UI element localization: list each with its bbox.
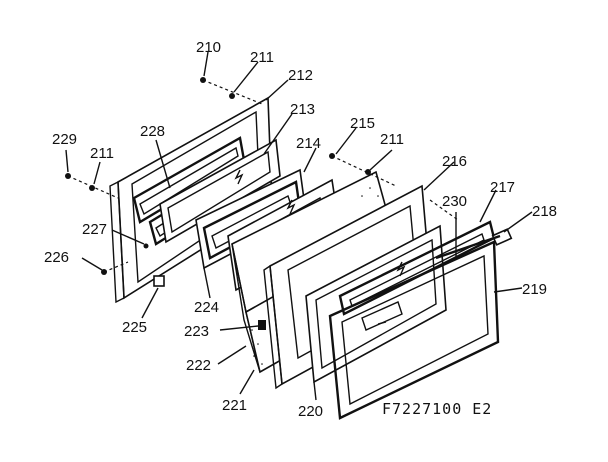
leader-lines: [65, 51, 533, 401]
callout-labels: 210 211 212 213 214 215 211 216 217 218 …: [44, 39, 557, 420]
callout-227: 227: [82, 221, 107, 238]
callout-214: 214: [296, 135, 321, 152]
callout-216: 216: [442, 153, 467, 170]
part-219-outer-frame: [328, 240, 500, 420]
stipple-texture: [251, 187, 389, 365]
screw-hardware: [65, 77, 459, 287]
callout-228: 228: [140, 123, 165, 140]
callout-220: 220: [298, 403, 323, 420]
callout-229: 229: [52, 131, 77, 148]
callout-211-c: 211: [90, 145, 114, 162]
callout-210: 210: [196, 39, 221, 56]
callout-226: 226: [44, 249, 69, 266]
callout-222: 222: [186, 357, 211, 374]
callout-215: 215: [350, 115, 375, 132]
callout-219: 219: [522, 281, 547, 298]
callout-223: 223: [184, 323, 209, 340]
part-213-glass-frame: [159, 138, 281, 244]
callout-225: 225: [122, 319, 147, 336]
callout-213: 213: [290, 101, 315, 118]
callout-217: 217: [490, 179, 515, 196]
drawing-number: F7227100 E2: [382, 400, 492, 418]
callout-221: 221: [222, 397, 247, 414]
callout-211-b: 211: [380, 131, 404, 148]
callout-230: 230: [442, 193, 467, 210]
part-220-window-glass: [305, 224, 447, 384]
callout-212: 212: [288, 67, 313, 84]
callout-218: 218: [532, 203, 557, 220]
part-218-handle: [435, 228, 513, 260]
callout-224: 224: [194, 299, 219, 316]
callout-211: 211: [250, 49, 274, 66]
part-223-clip: [258, 320, 266, 330]
